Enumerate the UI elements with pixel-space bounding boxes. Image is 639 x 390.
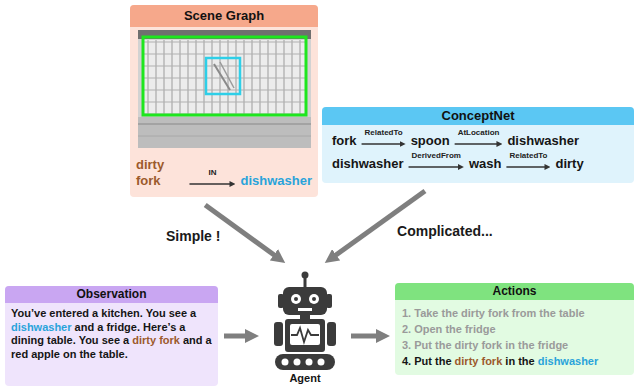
text-row: Agent [262,372,348,385]
robot-antenna [304,278,307,288]
relation-label: AtLocation [458,128,500,138]
relation: RelatedTo [361,128,407,149]
text-row: 2. Open the fridge [402,321,627,337]
panel-title: Scene Graph [184,8,264,23]
robot-screen [290,324,320,345]
relation-label: RelatedTo [509,151,547,161]
action-item: in the [505,355,534,367]
robot-eye [291,294,301,304]
robot-eye [309,294,319,304]
action-item: 2. Open the fridge [402,323,496,335]
actions-panel: Actions 1. Take the dirty fork from the t… [395,283,634,375]
panel-title: Actions [492,284,536,298]
flow-arrow [351,334,381,339]
panel-body: Agent [262,372,348,386]
entity-word: dirty fork [136,157,184,189]
robot-pulse [291,328,319,342]
robot-neck [300,315,310,320]
concept-word: dirty [555,156,583,172]
action-item: 1. Take the dirty fork from the table [402,307,585,319]
concept-word: dishwasher [507,133,579,149]
robot-pupil [312,297,316,301]
agent-label: Agent [289,372,320,384]
text-row: 1. Take the dirty fork from the table [402,305,627,321]
highlight-word: dishwasher [11,321,72,333]
relation: AtLocation [454,128,504,149]
robot-mouth [298,308,312,311]
edge-label: Complicated... [395,223,495,240]
concept-word: wash [469,156,502,172]
action-item: 3. Put the dirty fork in the fridge [402,339,568,351]
robot-pupil [294,297,298,301]
highlight-word: dishwasher [538,355,599,367]
observation-text: You’ve entered a kitchen. You see a [11,307,196,319]
relation-label: RelatedTo [365,128,403,138]
text-row: dirty fork IN dishwasher [136,157,312,189]
robot-ear [326,294,332,308]
panel-header: ConceptNet [322,107,634,125]
relation: IN [188,168,236,189]
panel-title: Observation [76,287,146,301]
relation: DerivedFrom [408,151,465,172]
text-row: 4. Put the dirty fork in the dishwasher [402,353,627,369]
conceptnet-panel: ConceptNetforkRelatedTospoonAtLocationdi… [322,107,634,183]
panel-header: Actions [395,283,634,300]
panel-body: dirty fork IN dishwasher [130,27,318,197]
robot-body [285,319,325,352]
entity-word: dishwasher [240,173,312,189]
text-row: You’ve entered a kitchen. You see a dish… [11,307,212,361]
robot-wheel [282,359,289,366]
robot-wheel [318,359,325,366]
action-item: 4. Put the [402,355,452,367]
panel-body: 1. Take the dirty fork from the table 2. … [395,300,634,374]
panel-body: forkRelatedTospoonAtLocationdishwasherdi… [322,125,634,179]
robot-wheel [306,359,313,366]
robot-tread [275,354,335,370]
relation-label: IN [208,168,216,178]
text-row: fork RelatedTo spoon AtLocation dishwasher [332,128,624,149]
robot-antenna-ball [302,272,309,279]
highlight-word: dirty fork [132,334,180,346]
concept-word: spoon [411,133,450,149]
relation: RelatedTo [505,151,551,172]
concept-word: dishwasher [332,156,404,172]
scene-graph-panel: Scene Graph dirty fork IN dishwasher [130,5,318,197]
edge-label: Simple ! [164,228,222,245]
panel-header: Scene Graph [130,5,318,27]
robot-wheel [294,359,301,366]
agent-node: Agent [262,266,348,386]
text-row: 3. Put the dirty fork in the fridge [402,337,627,353]
concept-word: fork [332,133,357,149]
relation-label: DerivedFrom [412,151,461,161]
robot-head [283,287,327,315]
panel-title: ConceptNet [442,108,515,123]
flow-arrow [224,334,250,339]
observation-panel: ObservationYou’ve entered a kitchen. You… [5,286,218,386]
highlight-word: dirty fork [455,355,503,367]
robot-ear [278,294,284,308]
robot-icon [274,272,336,371]
robot-arm [274,322,283,346]
panel-header: Observation [5,286,218,303]
panel-body: You’ve entered a kitchen. You see a dish… [5,303,218,365]
text-row: dishwasher DerivedFrom wash RelatedTo dirty [332,151,624,172]
robot-arm [327,322,336,346]
